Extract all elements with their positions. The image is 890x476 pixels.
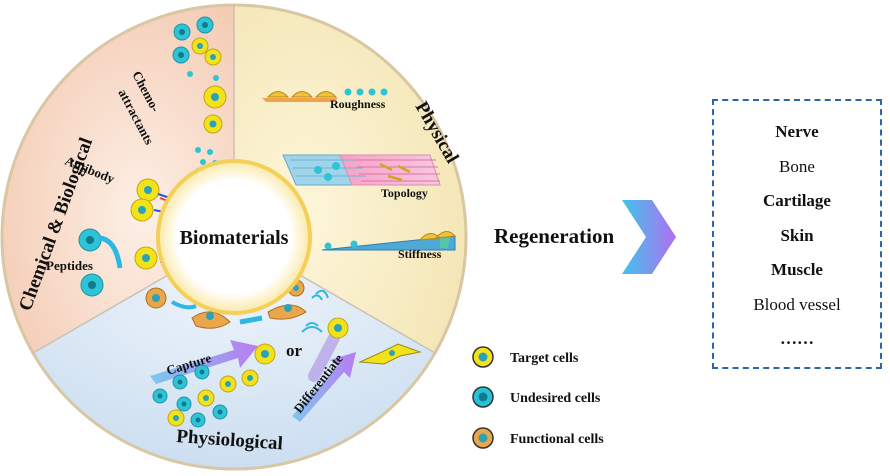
- roughness-label: Roughness: [330, 97, 386, 111]
- legend-target: Target cells: [472, 346, 579, 368]
- topology-label: Topology: [381, 186, 428, 200]
- roughness-illustration: [262, 88, 388, 102]
- center-label: Biomaterials: [180, 227, 289, 249]
- tissue-item: Nerve: [775, 122, 819, 141]
- tissue-item: Bone: [779, 156, 815, 176]
- peptide-cells: [78, 228, 172, 297]
- legend-target-label: Target cells: [510, 351, 579, 366]
- wheel: [0, 3, 468, 471]
- tissue-item: ……: [780, 329, 814, 348]
- or-label: or: [286, 341, 303, 360]
- capture-arrow: [150, 340, 258, 384]
- tissue-item: Muscle: [771, 260, 823, 279]
- tissue-list-box: Nerve Bone Cartilage Skin Muscle Blood v…: [712, 99, 882, 369]
- tissue-item: Cartilage: [763, 191, 831, 210]
- legend-undesired: Undesired cells: [472, 386, 601, 408]
- capture-cells: [152, 343, 276, 428]
- functional-cells: [145, 279, 329, 333]
- stiffness-illustration: [321, 231, 457, 251]
- legend-undesired-label: Undesired cells: [510, 391, 601, 406]
- regeneration-label: Regeneration: [494, 224, 615, 248]
- legend: Target cells Undesired cells Functional …: [472, 346, 604, 449]
- differentiate-arrow: [292, 317, 422, 422]
- chemoattractant-cells: [172, 16, 227, 174]
- chevron-arrow-icon: [622, 200, 676, 274]
- peptides-label: Peptides: [46, 258, 93, 273]
- legend-functional-label: Functional cells: [510, 432, 604, 447]
- tissue-item: Skin: [780, 225, 814, 245]
- antibody-cells: [130, 178, 177, 222]
- tissue-item: Blood vessel: [753, 294, 841, 314]
- biomaterials-circle: Biomaterials: [156, 159, 312, 315]
- legend-functional: Functional cells: [472, 427, 604, 449]
- stiffness-label: Stiffness: [398, 247, 442, 261]
- topology-illustration: [282, 154, 441, 186]
- tissue-list: Nerve Bone Cartilage Skin Muscle Blood v…: [714, 101, 880, 357]
